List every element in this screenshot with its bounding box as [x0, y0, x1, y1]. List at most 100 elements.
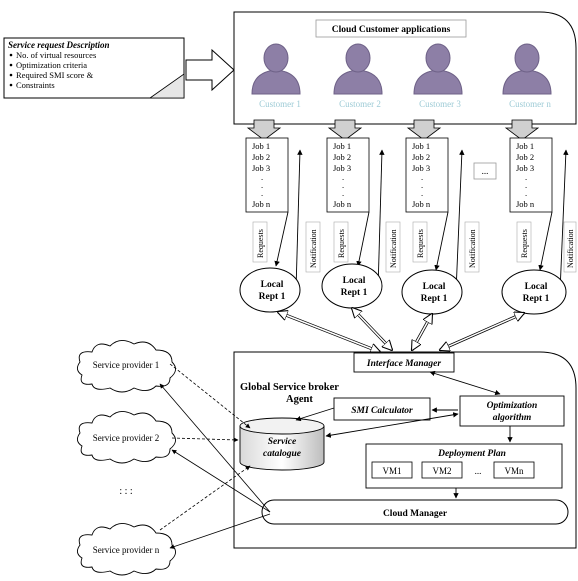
svg-text:Job n: Job n	[333, 199, 352, 209]
svg-text:Job n: Job n	[412, 199, 431, 209]
service-provider-cloud: Service provider 2	[77, 411, 176, 464]
request-item: Required SMI score &	[16, 70, 94, 80]
svg-text:Optimization: Optimization	[487, 401, 538, 411]
customer-label: Customer n	[509, 99, 551, 109]
flow-arrows	[274, 149, 569, 293]
svg-text:catalogue: catalogue	[263, 449, 302, 459]
svg-text:.: .	[342, 172, 344, 182]
jobs-gap: ...	[473, 162, 497, 180]
svg-text:.: .	[261, 188, 263, 198]
broker-arrows	[295, 370, 513, 499]
optimization-algorithm: Optimization algorithm	[459, 395, 565, 427]
vm-label: ...	[475, 466, 482, 476]
svg-text:.: .	[342, 180, 344, 190]
svg-text:.: .	[421, 172, 423, 182]
svg-text:Cloud Manager: Cloud Manager	[383, 509, 448, 519]
svg-text:Job 2: Job 2	[516, 152, 534, 162]
notification-label: Notification	[563, 221, 577, 273]
svg-text:Notification: Notification	[389, 229, 398, 268]
requests-label: Requests	[412, 221, 428, 263]
svg-text:Service provider 2: Service provider 2	[93, 433, 159, 443]
svg-text:Job 2: Job 2	[412, 152, 430, 162]
svg-text:Job 2: Job 2	[333, 152, 351, 162]
svg-text:.: .	[525, 188, 527, 198]
svg-text:Requests: Requests	[337, 229, 346, 258]
svg-text:Job 3: Job 3	[333, 163, 351, 173]
service-request-box: Service request Description No. of virtu…	[3, 37, 185, 99]
request-item: No. of virtual resources	[16, 50, 96, 60]
service-provider-cloud: Service provider 1	[77, 340, 176, 393]
svg-text:algorithm: algorithm	[493, 413, 532, 423]
broker-title: Global Service broker	[240, 382, 339, 393]
deployment-plan: Deployment Plan VM1 VM2 ... VMn	[365, 443, 563, 489]
interface-manager: Interface Manager	[353, 352, 455, 373]
request-arrow	[185, 48, 235, 92]
vm-label: VM1	[382, 466, 401, 476]
smi-calculator: SMI Calculator	[333, 397, 431, 421]
svg-text:Requests: Requests	[256, 229, 265, 258]
providers-ellipsis: : : :	[119, 486, 132, 497]
job-list: Job 1 Job 2 Job 3 . . . Job n	[405, 137, 449, 213]
vm-label: VMn	[504, 466, 524, 476]
requests-label: Requests	[252, 221, 268, 263]
notification-label: Notification	[385, 221, 401, 273]
svg-text:SMI Calculator: SMI Calculator	[351, 406, 413, 416]
job-list: Job 1 Job 2 Job 3 . . . Job n	[509, 137, 553, 213]
svg-text:Job 1: Job 1	[252, 141, 270, 151]
svg-text:Job 2: Job 2	[252, 152, 270, 162]
down-arrow	[246, 119, 540, 141]
service-catalogue: Service catalogue	[239, 417, 325, 471]
svg-text:Service provider n: Service provider n	[93, 545, 160, 555]
svg-text:Job 3: Job 3	[412, 163, 430, 173]
customer-label: Customer 1	[259, 99, 301, 109]
svg-text:Notification: Notification	[468, 229, 477, 268]
svg-text:Service: Service	[268, 437, 297, 447]
cloud-manager: Cloud Manager	[261, 499, 569, 525]
customer-icon	[333, 43, 383, 95]
svg-text:.: .	[261, 180, 263, 190]
repo-to-broker-arrows-inner	[278, 308, 524, 352]
svg-text:Notification: Notification	[309, 229, 318, 268]
svg-text:...: ...	[482, 166, 489, 176]
customer-icon	[251, 43, 301, 95]
svg-text:.: .	[342, 188, 344, 198]
requests-label: Requests	[333, 221, 349, 263]
svg-text:Interface Manager: Interface Manager	[366, 359, 441, 369]
svg-text:Deployment Plan: Deployment Plan	[437, 449, 506, 459]
customer-label: Customer 2	[339, 99, 381, 109]
svg-text:Job n: Job n	[252, 199, 271, 209]
svg-text:.: .	[421, 180, 423, 190]
svg-text:.: .	[525, 180, 527, 190]
svg-text:Job 3: Job 3	[516, 163, 534, 173]
request-item: Optimization criteria	[16, 60, 87, 70]
svg-text:Requests: Requests	[520, 229, 529, 258]
svg-text:Job n: Job n	[516, 199, 535, 209]
svg-text:Job 3: Job 3	[252, 163, 270, 173]
cloud-apps-title: Cloud Customer applications	[332, 25, 451, 35]
customer-label: Customer 3	[419, 99, 461, 109]
svg-text:.: .	[421, 188, 423, 198]
request-item: Constraints	[16, 80, 55, 90]
svg-text:Requests: Requests	[416, 229, 425, 258]
svg-text:Job 1: Job 1	[333, 141, 351, 151]
notification-label: Notification	[464, 221, 480, 273]
job-list: Job 1 Job 2 Job 3 . . . Job n	[326, 137, 370, 213]
customer-icon	[502, 43, 552, 95]
job-list: Job 1 Job 2 Job 3 . . . Job n	[245, 137, 289, 213]
cloud-customer-panel: Cloud Customer applications	[233, 11, 577, 125]
svg-text:.: .	[261, 172, 263, 182]
customer-icon	[413, 43, 463, 95]
svg-text:.: .	[525, 172, 527, 182]
svg-text:Notification: Notification	[566, 229, 575, 268]
service-provider-cloud: Service provider n	[77, 523, 176, 576]
vm-label: VM2	[432, 466, 451, 476]
